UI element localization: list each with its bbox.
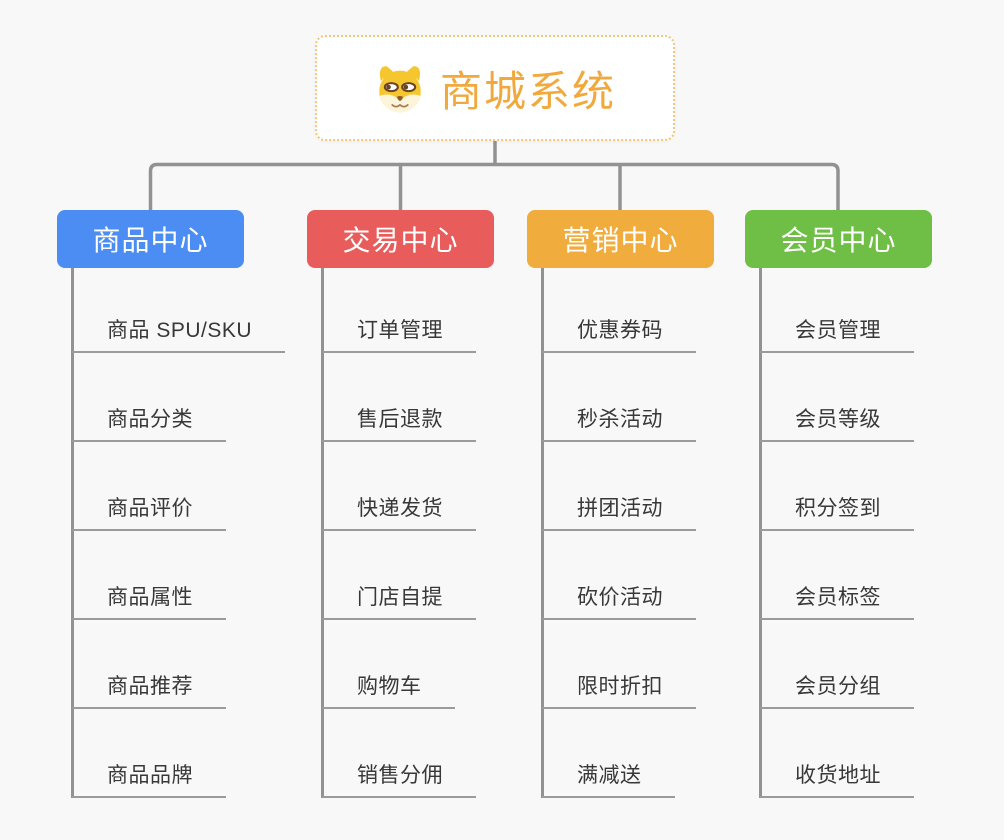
branch-item: 商品推荐 xyxy=(72,620,285,709)
branch-item: 门店自提 xyxy=(322,531,476,620)
branch-rail-line xyxy=(148,162,840,211)
branch-node[interactable]: 交易中心 xyxy=(307,210,494,268)
branch-item-label[interactable]: 限时折扣 xyxy=(542,674,696,709)
branch-item: 限时折扣 xyxy=(542,620,696,709)
branch-column-1: 商品中心 商品 SPU/SKU 商品分类商品评价商品属性商品推荐商品品牌 xyxy=(57,210,337,798)
branch-item-label[interactable]: 砍价活动 xyxy=(542,585,696,620)
branch-item-list: 优惠券码秒杀活动拼团活动砍价活动限时折扣满减送 xyxy=(542,268,696,798)
branch-item-label[interactable]: 积分签到 xyxy=(760,496,914,531)
branch-item-label[interactable]: 购物车 xyxy=(322,674,455,709)
branch-item: 商品分类 xyxy=(72,353,285,442)
branch-item-label[interactable]: 会员分组 xyxy=(760,674,914,709)
branch-label: 会员中心 xyxy=(780,225,897,256)
branch-item-label[interactable]: 优惠券码 xyxy=(542,318,696,353)
branch-item: 售后退款 xyxy=(322,353,476,442)
branch-item: 砍价活动 xyxy=(542,531,696,620)
branch-item: 购物车 xyxy=(322,620,476,709)
branch-item-label[interactable]: 商品分类 xyxy=(72,407,226,442)
branch-label: 交易中心 xyxy=(342,225,459,256)
branch-item: 会员管理 xyxy=(760,268,914,353)
branch-item-label[interactable]: 售后退款 xyxy=(322,407,476,442)
branch-item: 秒杀活动 xyxy=(542,353,696,442)
branch-spine-line xyxy=(71,268,74,798)
branch-item-label[interactable]: 快递发货 xyxy=(322,496,476,531)
branch-item: 会员标签 xyxy=(760,531,914,620)
branch-item: 订单管理 xyxy=(322,268,476,353)
branch-item: 快递发货 xyxy=(322,442,476,531)
branch-item-label[interactable]: 订单管理 xyxy=(322,318,476,353)
branch-item-label[interactable]: 会员管理 xyxy=(760,318,914,353)
branch-item: 收货地址 xyxy=(760,709,914,798)
branch-item-label[interactable]: 满减送 xyxy=(542,763,675,798)
branch-node[interactable]: 营销中心 xyxy=(527,210,714,268)
branch-item: 满减送 xyxy=(542,709,696,798)
branch-label: 营销中心 xyxy=(562,225,679,256)
branch-item: 会员分组 xyxy=(760,620,914,709)
branch-column-2: 交易中心 订单管理售后退款快递发货门店自提购物车销售分佣 xyxy=(307,210,587,798)
branch-item-label[interactable]: 商品评价 xyxy=(72,496,226,531)
branch-item: 销售分佣 xyxy=(322,709,476,798)
branch-item-label[interactable]: 门店自提 xyxy=(322,585,476,620)
branch-item-label[interactable]: 商品推荐 xyxy=(72,674,226,709)
branch-item-label[interactable]: 销售分佣 xyxy=(322,763,476,798)
branch-item-label[interactable]: 商品属性 xyxy=(72,585,226,620)
branch-item: 拼团活动 xyxy=(542,442,696,531)
branch-item-label[interactable]: 收货地址 xyxy=(760,763,914,798)
root-topic-node[interactable]: 商城系统 xyxy=(315,35,675,141)
branch-item-list: 订单管理售后退款快递发货门店自提购物车销售分佣 xyxy=(322,268,476,798)
shiba-dog-icon xyxy=(374,63,426,113)
branch-item: 商品属性 xyxy=(72,531,285,620)
branch-item-list: 会员管理会员等级积分签到会员标签会员分组收货地址 xyxy=(760,268,914,798)
branch-column-4: 会员中心 会员管理会员等级积分签到会员标签会员分组收货地址 xyxy=(745,210,1004,798)
branch-item: 优惠券码 xyxy=(542,268,696,353)
branch-item-label[interactable]: 商品品牌 xyxy=(72,763,226,798)
branch-item-label[interactable]: 会员标签 xyxy=(760,585,914,620)
branch-item: 商品 SPU/SKU xyxy=(72,268,286,353)
branch-item-label[interactable]: 拼团活动 xyxy=(542,496,696,531)
branch-spine-line xyxy=(321,268,324,798)
root-topic-title: 商城系统 xyxy=(439,67,616,115)
branch-item: 会员等级 xyxy=(760,353,914,442)
branch-item: 积分签到 xyxy=(760,442,914,531)
branch-item: 商品品牌 xyxy=(72,709,285,798)
branch-item: 商品评价 xyxy=(72,442,285,531)
branch-node[interactable]: 会员中心 xyxy=(745,210,932,268)
branch-item-label[interactable]: 商品 SPU/SKU xyxy=(72,318,286,353)
branch-spine-line xyxy=(541,268,544,798)
branch-item-label[interactable]: 会员等级 xyxy=(760,407,914,442)
branch-node[interactable]: 商品中心 xyxy=(57,210,244,268)
branch-label: 商品中心 xyxy=(92,225,209,256)
branch-column-3: 营销中心 优惠券码秒杀活动拼团活动砍价活动限时折扣满减送 xyxy=(527,210,807,798)
branch-item-label[interactable]: 秒杀活动 xyxy=(542,407,696,442)
branch-item-list: 商品 SPU/SKU 商品分类商品评价商品属性商品推荐商品品牌 xyxy=(72,268,286,798)
branch-spine-line xyxy=(759,268,762,798)
